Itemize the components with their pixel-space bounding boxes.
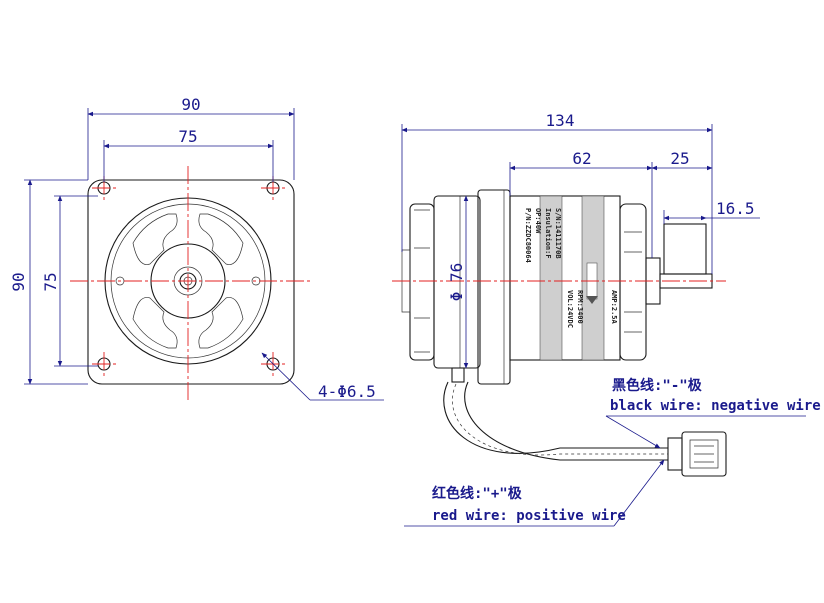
cable-inner — [464, 381, 668, 461]
dim-diameter: Φ 76 — [447, 263, 466, 302]
red-wire-note-cn: 红色线:"+"极 — [432, 485, 523, 502]
hole-callout: 4-Φ6.5 — [318, 382, 376, 401]
label-pn: P/N:ZZDC80064 — [524, 208, 532, 263]
label-sn: S/N:1411170B — [554, 208, 562, 259]
label-op: OP:40W — [534, 208, 542, 234]
cable-assembly — [404, 367, 806, 527]
dim-shaft-flat: 16.5 — [716, 199, 755, 218]
rotation-arrow-icon — [586, 262, 598, 304]
rear-cap — [409, 203, 435, 361]
side-view: P/N:ZZDC80064 OP:40W Insulation:F S/N:14… — [392, 111, 760, 385]
dim-front-width-outer: 90 — [181, 95, 200, 114]
front-flange — [87, 179, 295, 385]
cable-outer — [443, 381, 668, 454]
label-rpm: RPM:3400 — [576, 290, 584, 324]
dim-front-height-outer: 90 — [9, 272, 28, 291]
black-wire-note-en: black wire: negative wire — [610, 398, 821, 414]
dim-shaft-length: 25 — [670, 149, 689, 168]
dim-front-height-holes: 75 — [41, 272, 60, 291]
dim-total-length: 134 — [546, 111, 575, 130]
front-housing — [619, 203, 647, 361]
label-insulation: Insulation:F — [544, 208, 552, 259]
front-cutout — [132, 213, 178, 265]
front-view: 90 75 90 75 4-Φ6.5 — [9, 95, 384, 402]
side-flange — [477, 189, 511, 385]
red-wire-note-en: red wire: positive wire — [432, 508, 626, 524]
label-vol: VOL:24VDC — [566, 290, 574, 328]
dim-front-width-holes: 75 — [178, 127, 197, 146]
black-wire-note-cn: 黑色线:"-"极 — [612, 377, 703, 394]
connector-icon — [667, 431, 727, 477]
shaft-flat — [663, 223, 707, 275]
dim-body-length: 62 — [572, 149, 591, 168]
label-amp: AMP:2.5A — [610, 290, 618, 325]
